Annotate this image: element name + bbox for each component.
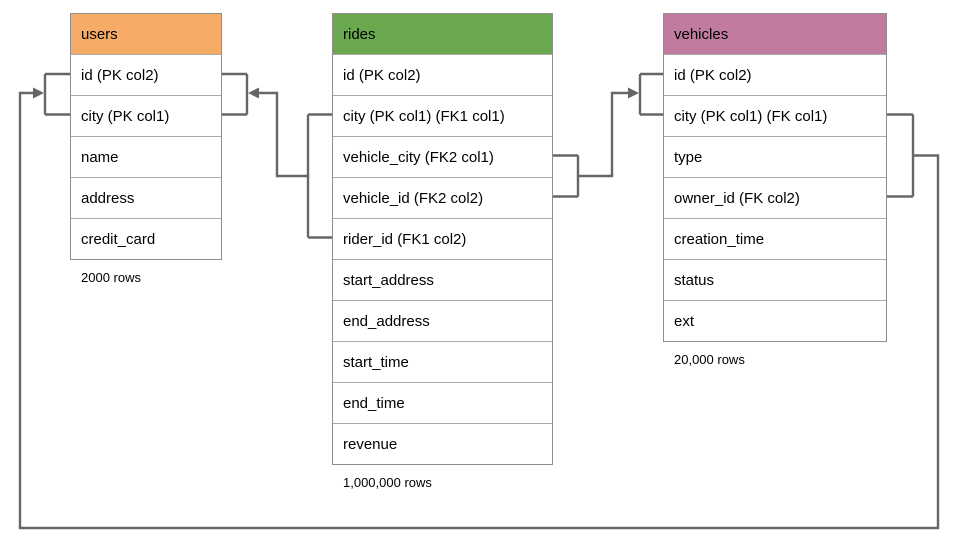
- arrowhead-into-users-left: [33, 87, 44, 99]
- vehicles-column-row: status: [664, 259, 886, 300]
- table-vehicles-box: vehicles id (PK col2) city (PK col1) (FK…: [663, 13, 887, 342]
- rides-column-row: revenue: [333, 423, 552, 464]
- vehicles-column-row: id (PK col2): [664, 54, 886, 95]
- rides-column-row: end_address: [333, 300, 552, 341]
- users-column-row: id (PK col2): [71, 54, 221, 95]
- table-rides: rides id (PK col2) city (PK col1) (FK1 c…: [332, 13, 553, 490]
- rides-column-row: vehicle_id (FK2 col2): [333, 177, 552, 218]
- vehicles-column-row: owner_id (FK col2): [664, 177, 886, 218]
- users-row-count-label: 2000 rows: [81, 270, 141, 285]
- table-users-box: users id (PK col2) city (PK col1) name a…: [70, 13, 222, 260]
- rides-column-row: start_time: [333, 341, 552, 382]
- rides-row-count-label: 1,000,000 rows: [343, 475, 432, 490]
- arrowhead-into-users-right: [248, 87, 259, 99]
- table-vehicles: vehicles id (PK col2) city (PK col1) (FK…: [663, 13, 887, 367]
- rides-column-row: start_address: [333, 259, 552, 300]
- arrowhead-into-vehicles-left: [628, 87, 639, 99]
- vehicles-column-row: city (PK col1) (FK col1): [664, 95, 886, 136]
- rides-column-row: vehicle_city (FK2 col1): [333, 136, 552, 177]
- vehicles-row-count-label: 20,000 rows: [674, 352, 745, 367]
- vehicles-column-row: ext: [664, 300, 886, 341]
- rides-column-row: rider_id (FK1 col2): [333, 218, 552, 259]
- rides-column-row: city (PK col1) (FK1 col1): [333, 95, 552, 136]
- users-column-row: city (PK col1): [71, 95, 221, 136]
- table-users-header: users: [71, 14, 221, 54]
- vehicles-column-row: creation_time: [664, 218, 886, 259]
- vehicles-column-row: type: [664, 136, 886, 177]
- relationship-line-vehicles-users: [18, 72, 940, 530]
- table-rides-box: rides id (PK col2) city (PK col1) (FK1 c…: [332, 13, 553, 465]
- table-rides-header: rides: [333, 14, 552, 54]
- table-vehicles-header: vehicles: [664, 14, 886, 54]
- rides-column-row: id (PK col2): [333, 54, 552, 95]
- users-column-row: address: [71, 177, 221, 218]
- users-column-row: credit_card: [71, 218, 221, 259]
- rides-column-row: end_time: [333, 382, 552, 423]
- relationship-line-rides-users: [222, 72, 332, 239]
- users-column-row: name: [71, 136, 221, 177]
- table-users: users id (PK col2) city (PK col1) name a…: [70, 13, 222, 285]
- relationship-line-rides-vehicles: [553, 72, 663, 198]
